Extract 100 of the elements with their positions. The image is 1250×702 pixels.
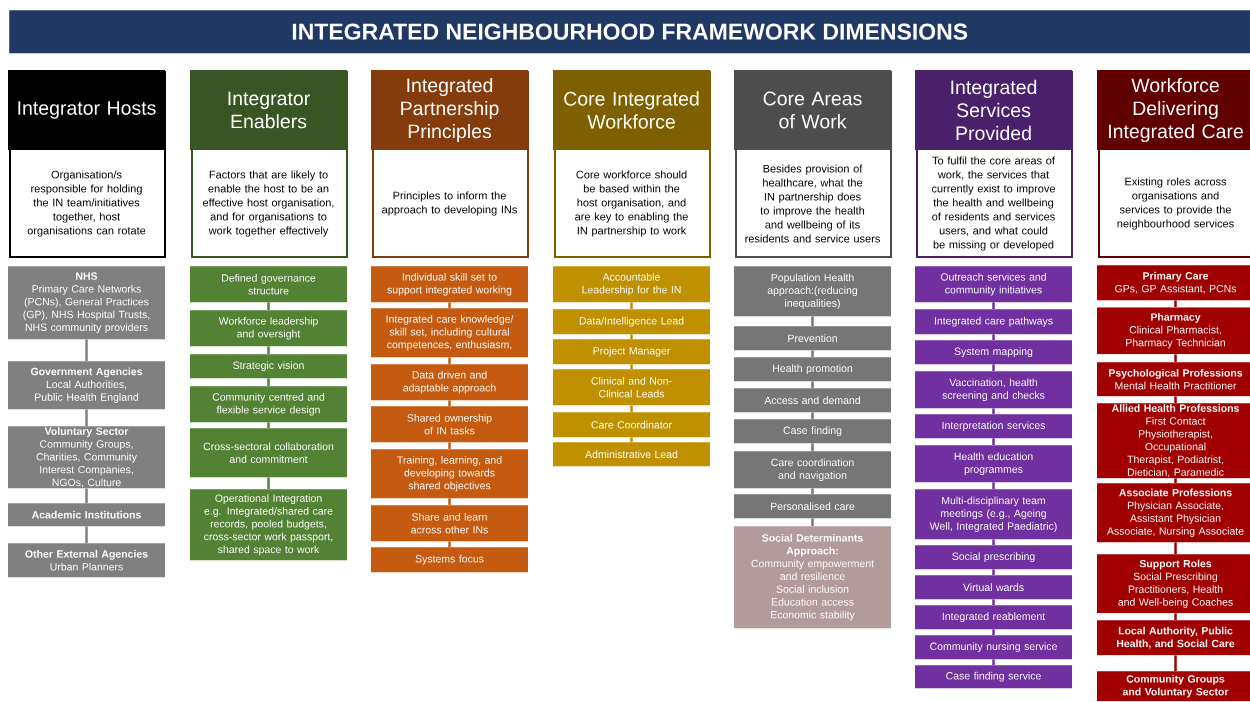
column-title: Core Areas of Work <box>763 91 862 129</box>
connector-line <box>267 302 270 310</box>
item-box: Prevention <box>734 326 891 351</box>
item-box: Psychological Professions Mental Health Practitioner <box>1097 362 1250 397</box>
item-box: Government Agencies Local Authorities, Public Health England <box>8 361 165 410</box>
column-description: Factors that are likely to enable the host to be an effective host organisation, and for organisations to work together effectively <box>203 170 334 237</box>
connector-line <box>448 302 451 308</box>
connector-line <box>811 350 814 357</box>
item-box: Administrative Lead <box>553 442 710 467</box>
item-box: Shared ownership of IN tasks <box>371 406 528 443</box>
column-header-card <box>915 70 1073 258</box>
connector-line <box>267 422 270 428</box>
item-box: Primary Care GPs, GP Assistant, PCNs <box>1097 265 1250 301</box>
item-box: Workforce leadership and oversight <box>190 310 347 347</box>
item-box: Share and learn across other INs <box>371 505 528 542</box>
connector-line <box>992 438 995 445</box>
connector-line <box>1174 354 1177 362</box>
connector-line <box>992 599 995 605</box>
item-box: Academic Institutions <box>8 503 165 527</box>
item-box: Health promotion <box>734 357 891 382</box>
title-banner: INTEGRATED NEIGHBOURHOOD FRAMEWORK DIMENSIONS <box>9 10 1250 54</box>
item-box: Individual skill set to support integrated working <box>371 266 528 303</box>
connector-line <box>992 659 995 665</box>
column-header-card <box>8 70 166 258</box>
item-box: Vaccination, health screening and checks <box>915 371 1072 409</box>
connector-line <box>267 477 270 489</box>
connector-line <box>992 334 995 340</box>
item-box: Case finding <box>734 419 891 444</box>
column-description: Organisation/s responsible for holding the IN team/initiatives together, host organisations can rotate <box>27 170 146 237</box>
item-box: Other External Agencies Urban Planners <box>8 543 165 578</box>
connector-line <box>811 488 814 494</box>
column-title: Integrator Hosts <box>18 101 156 119</box>
connector-line <box>448 442 451 449</box>
item-box: Associate Professions Physician Associate, Assistant Physician Associate, Nursing Associate <box>1097 483 1250 543</box>
connector-line <box>448 498 451 505</box>
item-box: Data/Intelligence Lead <box>553 309 710 335</box>
item-box: Interpretation services <box>915 414 1072 439</box>
item-box: Social prescribing <box>915 545 1072 570</box>
connector-line <box>267 346 270 354</box>
connector-line <box>448 541 451 547</box>
connector-line <box>811 518 814 526</box>
connector-line <box>1174 396 1177 403</box>
connector-line <box>992 408 995 414</box>
column-description: Core workforce should be based within the host organisation, and are key to enabling the IN partnership to work <box>575 170 688 237</box>
item-box: Care Coordinator <box>553 412 710 438</box>
connector-line <box>630 364 633 369</box>
connector-line <box>992 482 995 489</box>
column-header-card <box>734 70 892 258</box>
item-box: Cross-sectoral collaboration and commitment <box>190 428 347 478</box>
item-box: Social Determinants Approach: Community empowerment and resilience Social inclusion Education access Economic stability <box>734 526 891 629</box>
item-box: Case finding service <box>915 665 1072 689</box>
connector-line <box>811 316 814 326</box>
item-box: Multi-disciplinary team meetings (e.g., Ageing Well, Integrated Paediatric) <box>915 489 1072 540</box>
connector-line <box>85 339 88 361</box>
item-box: Operational Integration e.g. Integrated/shared care records, pooled budgets, cross-sector work passport, shared space to work <box>190 489 347 561</box>
connector-line <box>448 357 451 364</box>
connector-line <box>630 437 633 442</box>
column-title: Integrator Enablers <box>228 91 310 129</box>
connector-line <box>267 378 270 386</box>
item-box: Accountable Leadership for the IN <box>553 266 710 303</box>
item-box: Outreach services and community initiatives <box>915 266 1072 303</box>
connector-line <box>811 412 814 419</box>
item-box: Systems focus <box>371 547 528 573</box>
item-box: Strategic vision <box>190 354 347 379</box>
item-box: System mapping <box>915 340 1072 365</box>
column-title: Workforce Delivering Integrated Care <box>1109 77 1243 143</box>
item-box: NHS Primary Care Networks (PCNs), General Practices (GP), NHS Hospital Trusts, NHS community providers <box>8 266 165 340</box>
connector-line <box>992 539 995 545</box>
item-box: Clinical and Non-Clinical Leads <box>553 369 710 406</box>
column-header-card <box>1097 70 1250 258</box>
item-box: Integrated care knowledge/ skill set, including cultural competences, enthusiasm, <box>371 308 528 358</box>
column-header-card <box>553 70 711 258</box>
connector-line <box>1174 300 1177 307</box>
item-box: Integrated reablement <box>915 605 1072 630</box>
item-box: Defined governance structure <box>190 266 347 303</box>
item-box: Integrated care pathways <box>915 309 1072 335</box>
item-box: Allied Health Professions First Contact Physiotherapist, Occupational Therapist, Podiatrist, Dietician, Paramedic <box>1097 403 1250 479</box>
column-title: Integrated Partnership Principles <box>401 77 499 143</box>
item-box: Pharmacy Clinical Pharmacist, Pharmacy Technician <box>1097 307 1250 355</box>
connector-line <box>630 405 633 412</box>
connector-line <box>1174 613 1177 620</box>
item-box: Support Roles Social Prescribing Practitioners, Health and Well-being Coaches <box>1097 554 1250 614</box>
column-description: To fulfil the core areas of work, the services that currently exist to improve the health and wellbeing of residents and services users, and what could be missing or developed <box>931 156 1056 251</box>
connector-line <box>992 364 995 371</box>
connector-line <box>85 526 88 543</box>
item-box: Community Groups and Voluntary Sector <box>1097 671 1250 702</box>
item-box: Virtual wards <box>915 575 1072 600</box>
column-title: Core Integrated Workforce <box>564 91 699 129</box>
column-title: Integrated Services Provided <box>951 79 1037 141</box>
connector-line <box>85 488 88 503</box>
item-box: Training, learning, and developing towards shared objectives <box>371 449 528 499</box>
connector-line <box>992 302 995 309</box>
item-box: Care coordination and navigation <box>734 451 891 489</box>
connector-line <box>811 381 814 388</box>
item-box: Community nursing service <box>915 635 1072 660</box>
item-box: Voluntary Sector Community Groups, Charities, Community Interest Companies, NGOs, Culture <box>8 426 165 489</box>
connector-line <box>811 443 814 451</box>
item-box: Data driven and adaptable approach <box>371 364 528 401</box>
connector-line <box>1174 655 1177 671</box>
column-description: Besides provision of healthcare, what the IN partnership does to improve the health and wellbeing of its residents and service users <box>745 164 880 243</box>
